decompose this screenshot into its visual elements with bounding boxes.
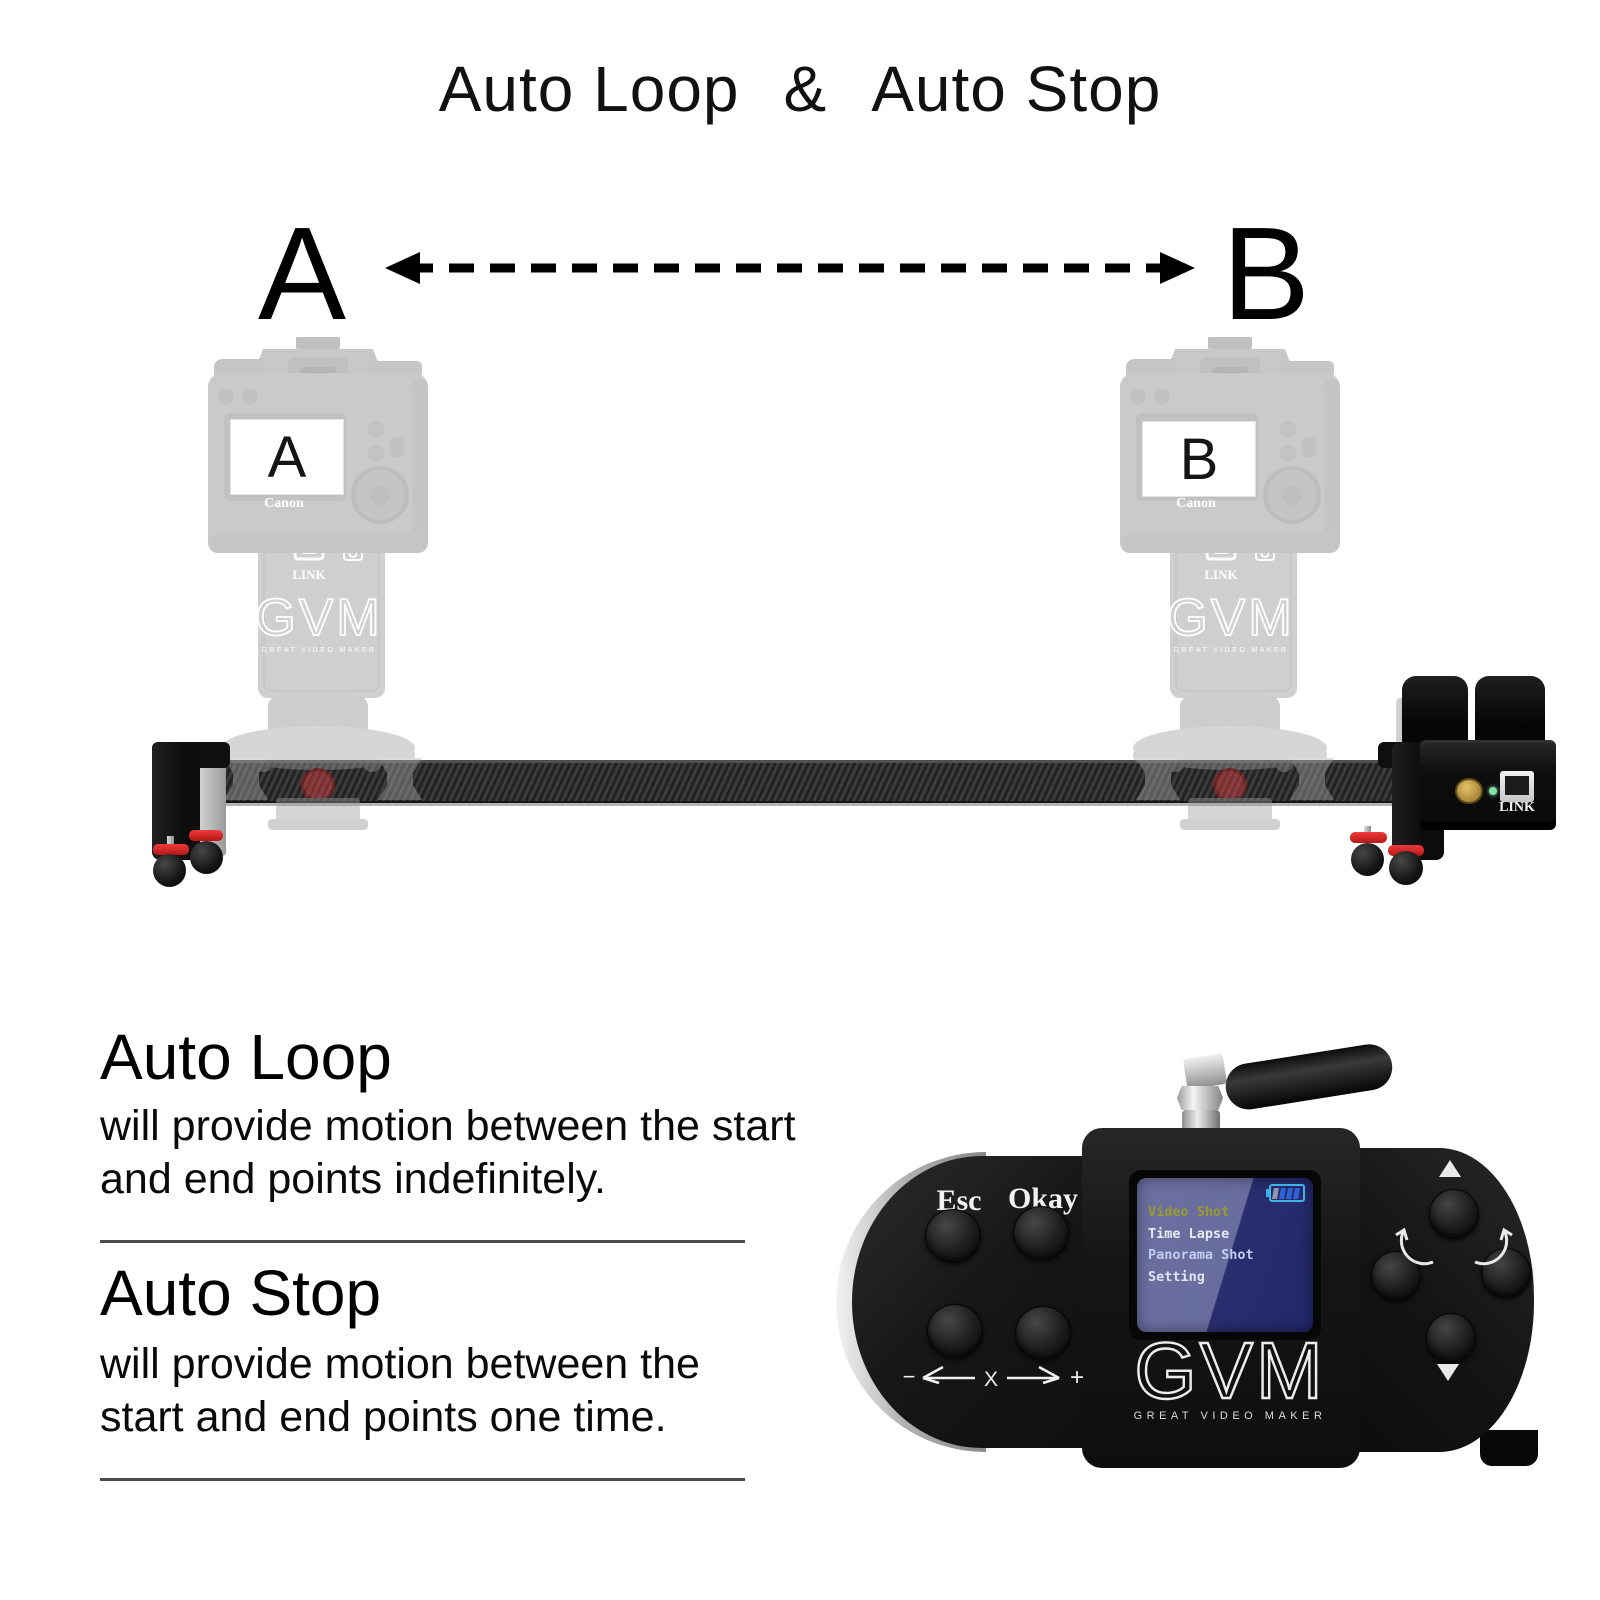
camera-dial bbox=[351, 466, 409, 524]
camera-icon bbox=[343, 546, 363, 561]
roller-left bbox=[224, 758, 268, 800]
column-link-label: LINK bbox=[292, 567, 326, 582]
camera-brand: Canon bbox=[1176, 496, 1216, 511]
lcd-menu: Video Shot Time Lapse Panorama Shot Sett… bbox=[1148, 1202, 1254, 1288]
ghost-camera-assembly-b: LINK GVM GREAT VIDEO MAKER Canon bbox=[1120, 337, 1340, 830]
motor-box-base bbox=[1420, 822, 1556, 830]
slider-rail bbox=[158, 760, 1434, 803]
column-link-label: LINK bbox=[1204, 567, 1238, 582]
status-led-icon bbox=[1243, 537, 1251, 545]
camera-screen-b-letter: B bbox=[1179, 426, 1219, 492]
axis-arrow-right-icon bbox=[1038, 1365, 1060, 1380]
motor-led-icon bbox=[1489, 787, 1497, 795]
battery-icon bbox=[1266, 1184, 1305, 1202]
column-gvm-sub: GREAT VIDEO MAKER bbox=[1174, 647, 1289, 654]
column-gvm-logo: GVM bbox=[1167, 589, 1294, 647]
remote-gvm-sub: GREAT VIDEO MAKER bbox=[1133, 1410, 1327, 1422]
arrowhead-right-icon bbox=[1160, 252, 1195, 284]
auto-loop-line-2: and end points indefinitely. bbox=[100, 1155, 607, 1203]
title-auto-loop: Auto Loop bbox=[438, 53, 740, 125]
column-gvm-sub: GREAT VIDEO MAKER bbox=[262, 647, 377, 654]
carriage-knob bbox=[301, 768, 335, 802]
foot-collar bbox=[1350, 832, 1387, 843]
rotate-cw-icon bbox=[1474, 1229, 1509, 1266]
down-arrow-icon bbox=[1437, 1364, 1459, 1381]
ball-foot bbox=[1389, 851, 1423, 885]
auto-stop-heading: Auto Stop bbox=[100, 1257, 382, 1329]
divider bbox=[100, 1240, 745, 1243]
ball-foot bbox=[153, 854, 186, 887]
double-arrow-dashed bbox=[385, 252, 1195, 284]
title-auto-stop: Auto Stop bbox=[871, 53, 1162, 125]
roller-right bbox=[378, 758, 422, 800]
roller-right bbox=[1290, 758, 1334, 800]
arrowhead-left-icon bbox=[385, 252, 420, 284]
x-minus-button bbox=[927, 1304, 983, 1358]
camera-dial bbox=[1263, 466, 1321, 524]
okay-button bbox=[1013, 1206, 1069, 1260]
divider bbox=[100, 1478, 745, 1481]
menu-item-panorama-shot: Panorama Shot bbox=[1148, 1247, 1254, 1263]
remote-gvm-logo: GVM bbox=[1133, 1334, 1325, 1414]
x-axis-marking: − X + bbox=[903, 1364, 1084, 1391]
remote-left-wing bbox=[852, 1156, 1104, 1448]
foot-collar bbox=[1388, 845, 1424, 856]
status-led-icon bbox=[331, 537, 339, 545]
auto-loop-heading: Auto Loop bbox=[100, 1021, 392, 1093]
antenna-nut bbox=[1177, 1086, 1223, 1110]
camera-screen-a: A bbox=[230, 419, 344, 495]
axis-plus-label: + bbox=[1070, 1364, 1084, 1391]
auto-stop-line-1: will provide motion between the bbox=[100, 1340, 700, 1388]
carriage-knob bbox=[1213, 768, 1247, 802]
auto-stop-line-2: start and end points one time. bbox=[100, 1393, 667, 1441]
axis-arrow-left-icon bbox=[922, 1365, 944, 1380]
motor-link-label: LINK bbox=[1499, 800, 1535, 815]
left-bracket bbox=[152, 742, 200, 860]
camera-screen-a-letter: A bbox=[267, 424, 307, 490]
svg-text:GVM: GVM bbox=[1134, 1334, 1325, 1414]
dpad-down-button bbox=[1426, 1313, 1476, 1363]
camera-icon bbox=[1255, 546, 1275, 561]
esc-button bbox=[925, 1209, 981, 1263]
link-port-icon bbox=[293, 533, 325, 561]
column-gvm-logo: GVM bbox=[255, 589, 382, 647]
menu-item-video-shot: Video Shot bbox=[1148, 1204, 1230, 1220]
battery-block bbox=[1402, 676, 1468, 746]
menu-item-setting: Setting bbox=[1148, 1268, 1205, 1285]
ball-foot bbox=[190, 841, 223, 874]
antenna-connector-icon bbox=[1455, 778, 1483, 804]
roller-left bbox=[1136, 758, 1180, 800]
point-a-label: A bbox=[257, 200, 347, 347]
auto-loop-line-1: will provide motion between the start bbox=[100, 1102, 796, 1150]
page-title: Auto Loop & Auto Stop bbox=[0, 52, 1600, 126]
rotation-arrows bbox=[1395, 1227, 1513, 1266]
camera-screen-b: B bbox=[1142, 421, 1256, 497]
remote-switch-protrusion bbox=[1480, 1430, 1538, 1466]
up-arrow-icon bbox=[1439, 1160, 1461, 1177]
rotate-ccw-icon bbox=[1399, 1229, 1434, 1266]
dpad-right-button bbox=[1481, 1248, 1531, 1298]
foot-collar bbox=[153, 844, 189, 855]
menu-item-time-lapse: Time Lapse bbox=[1148, 1225, 1230, 1242]
axis-minus-label: − bbox=[903, 1364, 916, 1389]
axis-x-label: X bbox=[984, 1368, 998, 1391]
antenna-elbow bbox=[1182, 1053, 1228, 1090]
foot-collar bbox=[189, 830, 223, 841]
link-port-icon bbox=[1205, 533, 1237, 561]
ethernet-port-icon bbox=[1500, 771, 1534, 802]
title-ampersand: & bbox=[783, 53, 828, 125]
camera-brand: Canon bbox=[264, 496, 304, 511]
dpad-up-button bbox=[1429, 1189, 1479, 1239]
x-plus-button bbox=[1015, 1306, 1071, 1360]
antenna bbox=[1222, 1041, 1396, 1113]
ball-foot bbox=[1351, 843, 1384, 876]
lcd-screen: Video Shot Time Lapse Panorama Shot Sett… bbox=[1137, 1178, 1313, 1332]
battery-block bbox=[1475, 676, 1545, 746]
point-b-label: B bbox=[1221, 200, 1311, 347]
